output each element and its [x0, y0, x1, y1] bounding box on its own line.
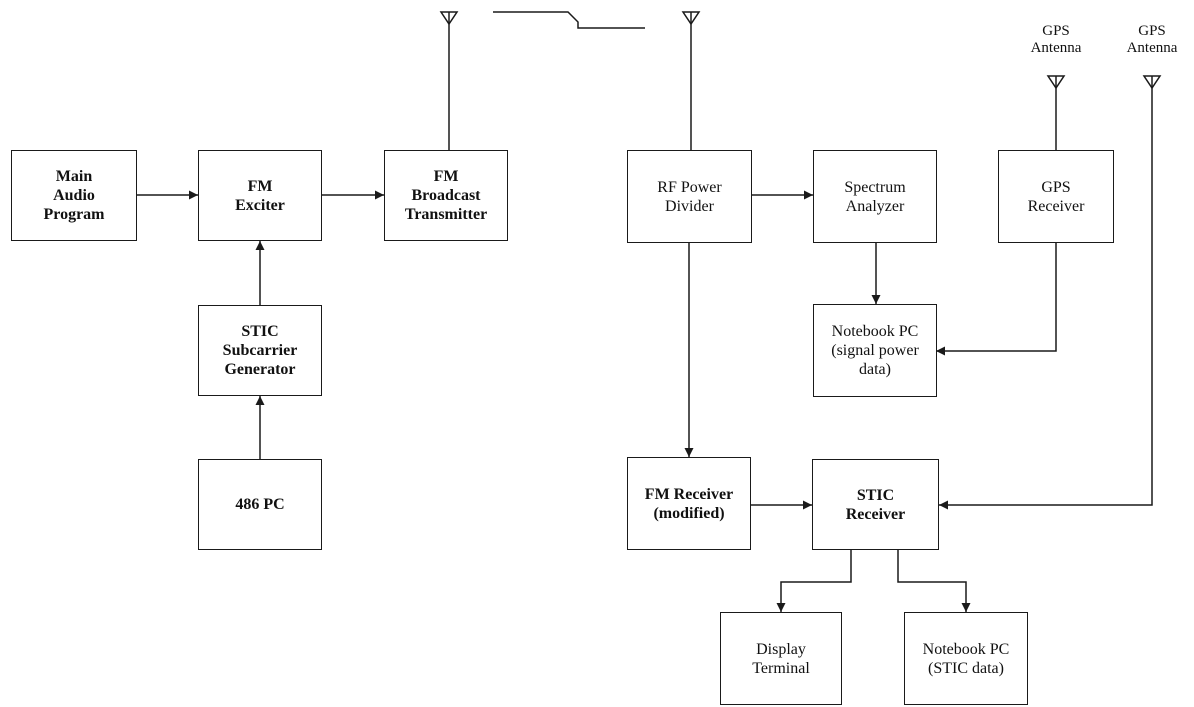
fm-exciter-block: FM Exciter	[198, 150, 322, 241]
stic-receiver-block: STIC Receiver	[812, 459, 939, 550]
main-audio-program-block: Main Audio Program	[11, 150, 137, 241]
fm-broadcast-transmitter-block: FM Broadcast Transmitter	[384, 150, 508, 241]
fm-receiver-block: FM Receiver (modified)	[627, 457, 751, 550]
gps-antenna-label-1: GPS Antenna	[1030, 23, 1082, 56]
gps-antenna-label-2: GPS Antenna	[1126, 23, 1178, 56]
antenna-transmit-icon	[439, 11, 459, 150]
rf-power-divider-block: RF Power Divider	[627, 150, 752, 243]
arrow-gps-antenna-to-stic	[939, 88, 1153, 510]
antenna-receive-icon	[681, 11, 701, 150]
arrow-stic-to-display	[776, 550, 852, 612]
arrow-gps-to-notebook	[936, 243, 1057, 356]
gps-receiver-block: GPS Receiver	[998, 150, 1114, 243]
pc-486-block: 486 PC	[198, 459, 322, 550]
radio-link-icon	[493, 11, 645, 29]
spectrum-analyzer-block: Spectrum Analyzer	[813, 150, 937, 243]
notebook-pc-stic-block: Notebook PC (STIC data)	[904, 612, 1028, 705]
antenna-gps-1-icon	[1046, 75, 1066, 150]
notebook-pc-signal-block: Notebook PC (signal power data)	[813, 304, 937, 397]
display-terminal-block: Display Terminal	[720, 612, 842, 705]
stic-subcarrier-generator-block: STIC Subcarrier Generator	[198, 305, 322, 396]
arrow-stic-to-notebook	[897, 550, 971, 612]
antenna-gps-2-icon	[1142, 75, 1162, 90]
